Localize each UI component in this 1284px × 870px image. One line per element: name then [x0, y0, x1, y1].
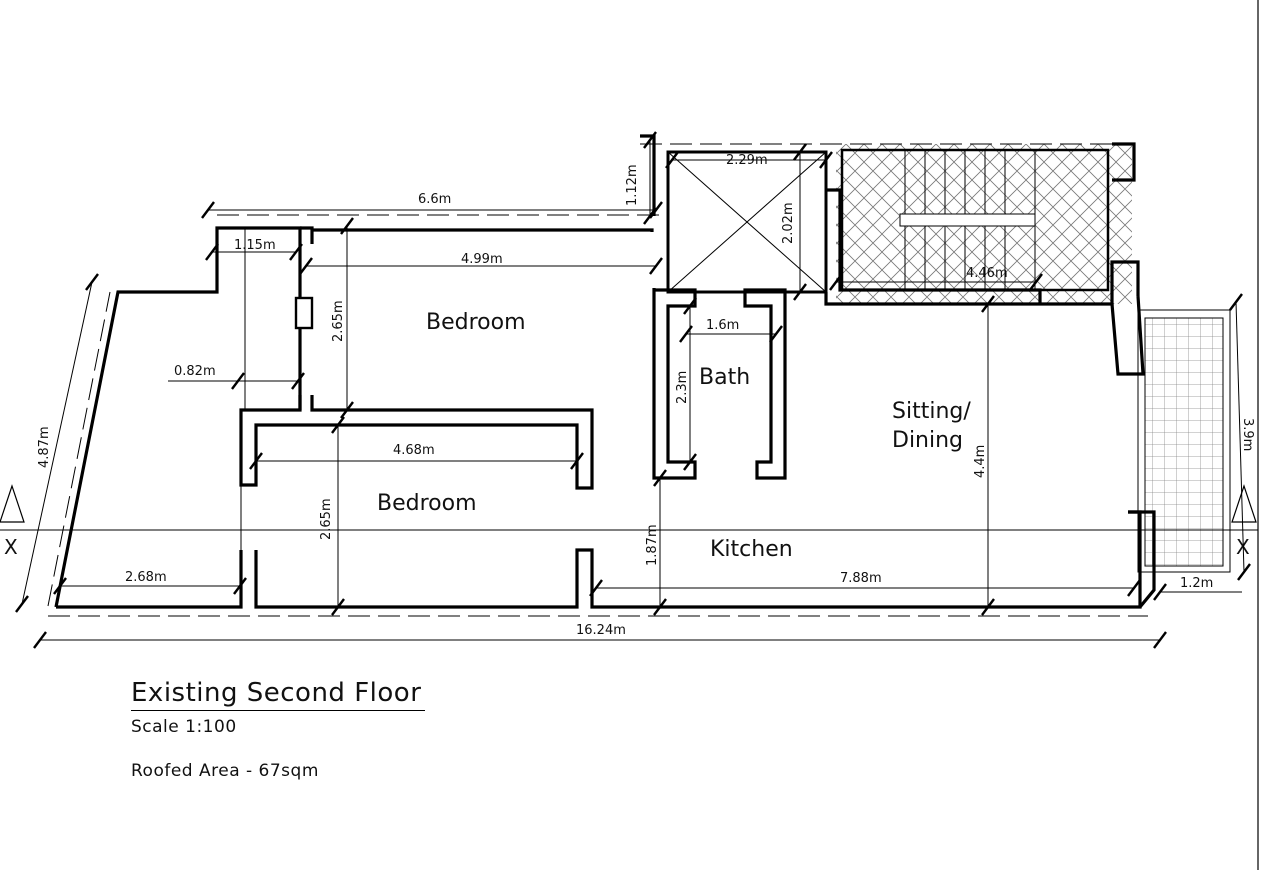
- bedroom-divider: [239, 395, 594, 490]
- dim-sitting-depth: 4.4m: [973, 445, 988, 478]
- sitting-right-lower: [1128, 510, 1156, 609]
- roofed-area: Roofed Area - 67sqm: [131, 761, 319, 781]
- balcony-outline: [1137, 309, 1231, 573]
- room-label-sitting-line2: Dining: [892, 428, 963, 453]
- dim-bedroom-2-width: 4.68m: [393, 443, 435, 458]
- dim-overall-length: 16.24m: [576, 623, 626, 638]
- stair-treads: [899, 149, 1036, 291]
- bedroom-top-wall: [300, 226, 654, 244]
- dim-bath-depth: 2.3m: [675, 371, 690, 404]
- section-arrow-right: [1231, 484, 1257, 523]
- dim-left-wall: 4.87m: [37, 426, 52, 468]
- dim-corridor-width: 1.15m: [234, 238, 276, 253]
- room-label-sitting-line1: Sitting/: [892, 399, 971, 424]
- dim-stair-width: 4.46m: [966, 266, 1008, 281]
- dim-shaft-height: 1.12m: [625, 164, 640, 206]
- title-block: Existing Second Floor Scale 1:100 Roofed…: [131, 678, 426, 781]
- drawing-title: Existing Second Floor: [131, 678, 426, 711]
- dim-passage-width: 0.82m: [174, 364, 216, 379]
- dim-balcony-depth: 3.9m: [1240, 418, 1255, 451]
- dim-kitchen-depth: 1.87m: [645, 524, 660, 566]
- dim-bath-width: 1.6m: [706, 318, 739, 333]
- dim-lift-width: 2.29m: [726, 153, 768, 168]
- outer-wall-bottom: [56, 510, 1142, 609]
- balcony-grid: [1144, 317, 1224, 567]
- door-jamb: [294, 296, 314, 330]
- section-marker-left: X: [4, 535, 18, 559]
- bath-walls: [652, 288, 697, 480]
- room-label-bath: Bath: [699, 365, 750, 390]
- dimension-lines: [21, 140, 1245, 641]
- dim-bedroom-1-depth: 2.65m: [331, 300, 346, 342]
- drawing-scale: Scale 1:100: [131, 717, 237, 737]
- dim-top-width: 6.6m: [418, 192, 451, 207]
- dimension-ticks: [15, 131, 1251, 649]
- dim-bedroom-top-width: 4.99m: [461, 252, 503, 267]
- sitting-right-wall: [1110, 295, 1145, 376]
- section-arrow-left: [0, 484, 25, 523]
- dim-kitchen-length: 7.88m: [840, 571, 882, 586]
- dim-lift-depth: 2.02m: [781, 202, 796, 244]
- sitting-top-wall: [824, 188, 1140, 306]
- bath-right-wall: [743, 288, 787, 480]
- room-label-bedroom-2: Bedroom: [377, 491, 477, 516]
- dim-balcony-width: 1.2m: [1180, 576, 1213, 591]
- dim-bedroom-2-depth: 2.65m: [319, 498, 334, 540]
- outer-wall-left: [54, 226, 302, 608]
- dim-bottom-left: 2.68m: [125, 570, 167, 585]
- lift-shaft: [666, 150, 828, 294]
- room-label-kitchen: Kitchen: [710, 537, 793, 562]
- room-label-bedroom-1: Bedroom: [426, 310, 526, 335]
- boundary-left: [47, 291, 111, 607]
